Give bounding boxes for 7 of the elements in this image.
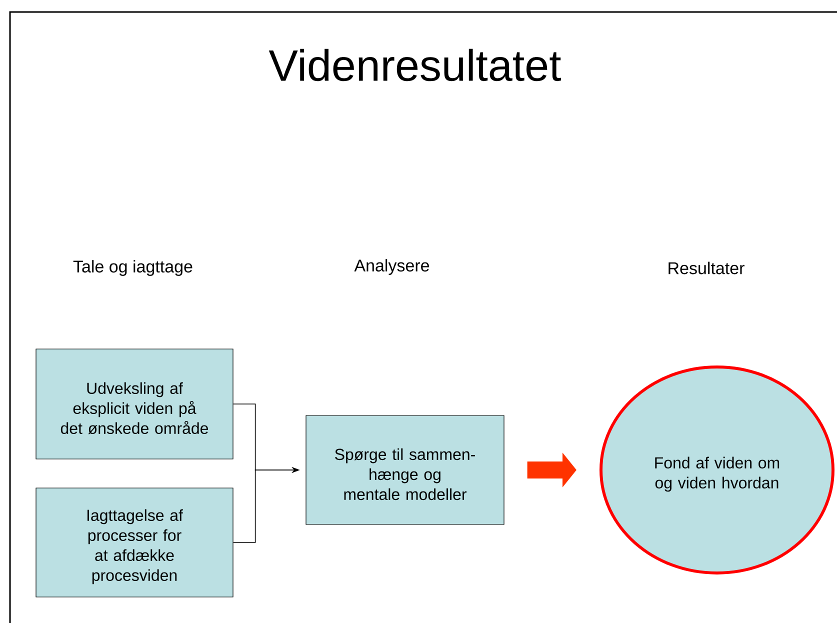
column-heading: Tale og iagttage [73, 260, 192, 276]
column-heading: Analysere [354, 259, 430, 275]
process-box: Iagttagelse af processer for at afdække procesviden [36, 488, 234, 598]
process-box: Udveksling af eksplicit viden på det ønskede område [36, 348, 234, 460]
title: Videnresultatet [268, 48, 561, 82]
process-box: Spørge til sammen- hænge og mentale modeller [306, 415, 504, 525]
column-heading: Resultater [668, 262, 744, 274]
